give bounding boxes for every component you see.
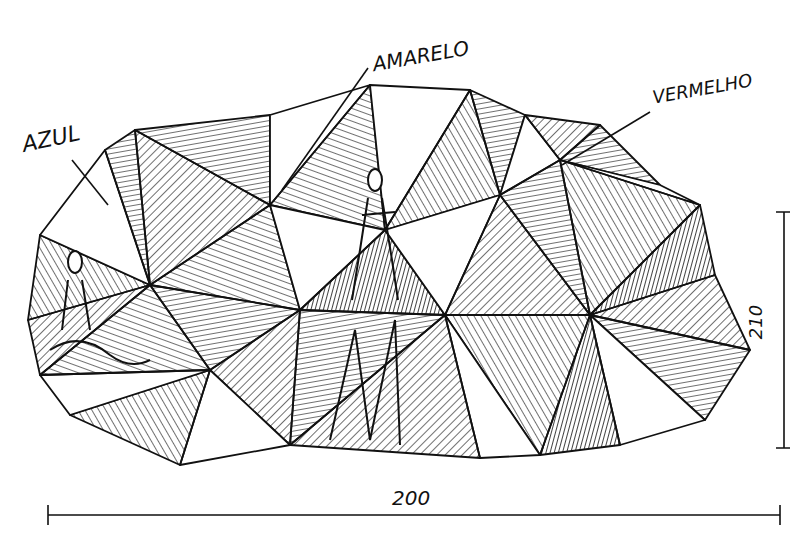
facet — [500, 160, 590, 315]
dimension-label: 210 — [747, 305, 765, 339]
colour-label: AMARELO — [371, 38, 470, 75]
dimension-lines — [48, 212, 790, 525]
colour-label: VERMELHO — [651, 71, 753, 106]
dimension-label: 200 — [392, 488, 430, 508]
facet — [290, 310, 445, 445]
figures — [50, 169, 400, 445]
faceted-mesh — [28, 85, 750, 465]
facet — [40, 370, 210, 415]
colour-label: AZUL — [20, 122, 82, 156]
leader-lines — [72, 68, 650, 205]
facet — [135, 115, 270, 205]
